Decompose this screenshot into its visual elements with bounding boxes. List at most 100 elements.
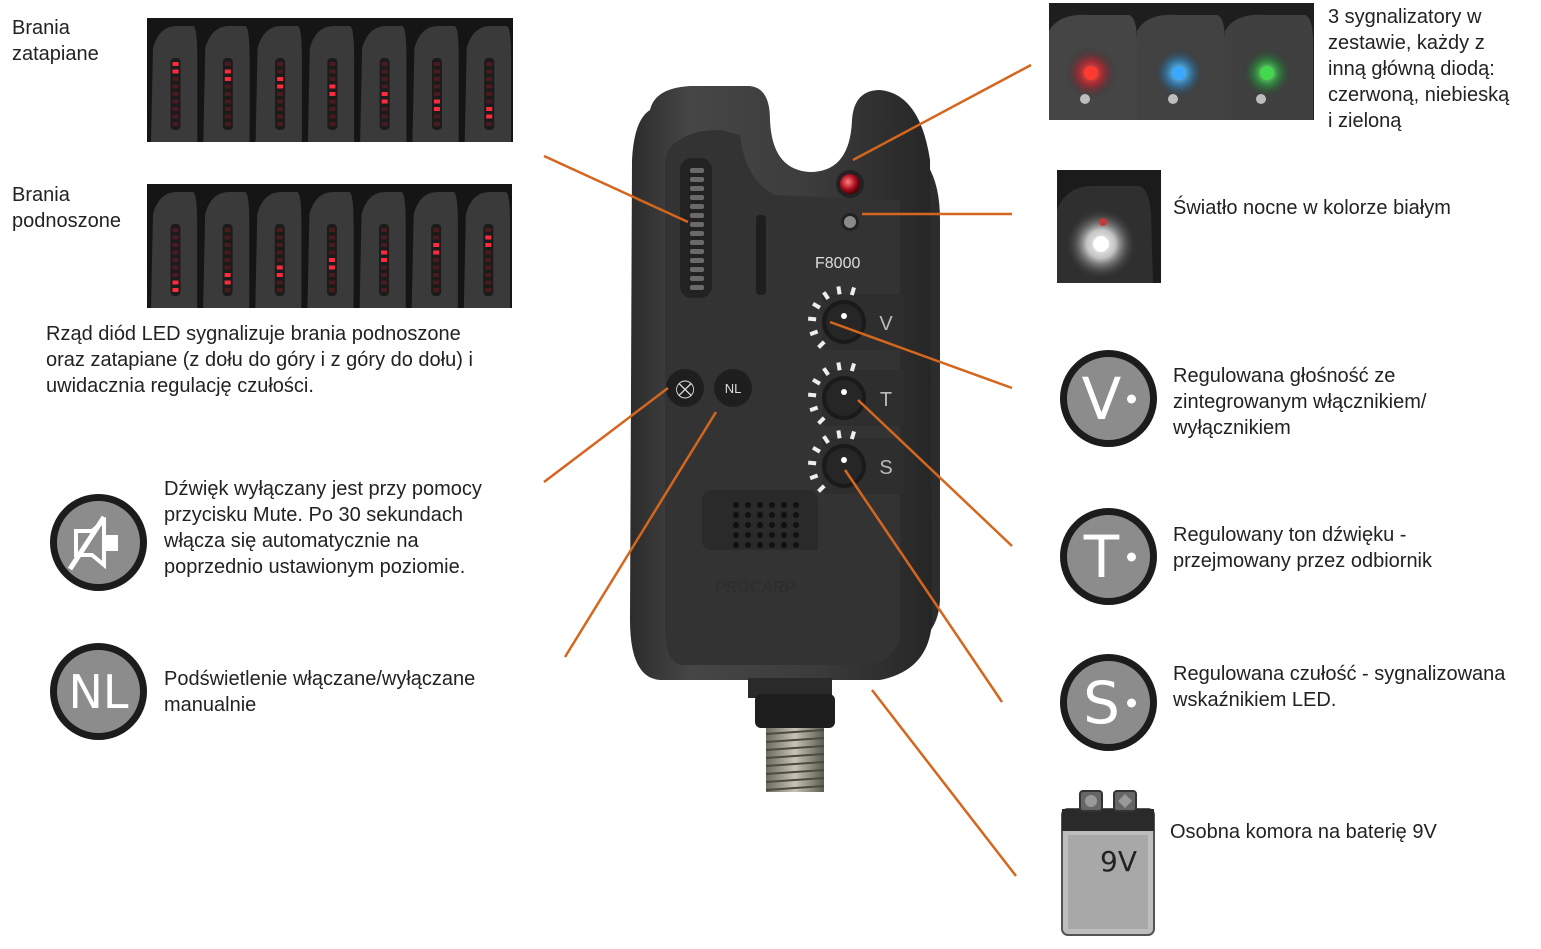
led-dot <box>433 243 440 247</box>
knob-scale-tick <box>836 362 842 371</box>
led-dot <box>381 99 388 104</box>
grille-hole <box>757 512 763 518</box>
volume-icon-dot <box>1127 394 1136 403</box>
grille-hole <box>781 532 787 538</box>
device-led <box>690 231 704 236</box>
led-dot <box>172 77 179 81</box>
knob-scale-tick <box>822 291 830 300</box>
led-dot <box>277 99 284 104</box>
grille-hole <box>781 542 787 548</box>
battery-icon <box>1061 790 1155 936</box>
knob-cap <box>826 380 862 416</box>
mute-speaker-icon <box>67 515 118 570</box>
led-dot <box>328 235 335 240</box>
grille-hole <box>733 542 739 548</box>
knob-scale-tick <box>809 329 819 337</box>
led-dot <box>172 273 179 277</box>
grille-hole <box>769 502 775 508</box>
led-dot <box>329 84 336 89</box>
device-led <box>690 195 704 200</box>
device-led <box>690 240 704 245</box>
volume-icon-label: V <box>1081 364 1122 433</box>
knob-scale-tick <box>807 460 817 466</box>
led-dot <box>433 228 440 232</box>
led-dot <box>433 69 440 74</box>
knob-scale-tick <box>807 316 817 322</box>
grille-hole <box>793 522 799 528</box>
device-led <box>690 177 704 182</box>
led-dot <box>276 243 283 247</box>
led-dot <box>485 280 492 285</box>
led-dot <box>329 114 336 119</box>
led-dot <box>172 280 179 285</box>
led-dot <box>224 122 231 126</box>
led-dot <box>224 228 231 232</box>
led-dot <box>486 92 493 96</box>
device-led <box>690 276 704 281</box>
grille-hole <box>793 532 799 538</box>
led-dot <box>433 235 440 240</box>
led-dot <box>486 114 493 119</box>
led-dot <box>329 69 336 74</box>
knob-scale-tick <box>836 430 842 439</box>
led-dot <box>433 62 440 66</box>
knob-scale-tick <box>849 430 856 440</box>
knob-scale-tick <box>807 392 817 398</box>
tone-icon-dot <box>1127 552 1136 561</box>
grille-hole <box>757 542 763 548</box>
knob-indicator <box>841 313 847 319</box>
leader-line <box>871 689 1017 877</box>
led-dot <box>433 92 440 96</box>
led-dot <box>172 114 179 119</box>
led-dot <box>329 107 336 111</box>
led-dot <box>172 228 179 232</box>
drop-bites-led-strip <box>147 18 513 142</box>
led-dot <box>381 77 388 81</box>
mute-button[interactable] <box>666 369 704 407</box>
led-dot <box>381 243 388 247</box>
led-dot <box>381 69 388 74</box>
led-dot <box>433 258 440 262</box>
lift-bites-led-strip <box>147 184 512 308</box>
led-dot <box>276 288 283 292</box>
device-led <box>690 213 704 218</box>
night-light-photo <box>1057 170 1161 283</box>
battery-illustration: 9V <box>1056 785 1161 940</box>
led-dot <box>486 99 493 104</box>
led-dot <box>433 77 440 81</box>
thread-line <box>765 729 825 735</box>
leader-line <box>829 320 1013 390</box>
grille-hole <box>781 522 787 528</box>
led-dot <box>172 107 179 111</box>
knob-letter: T <box>880 389 892 411</box>
device-led <box>690 249 704 254</box>
led-dot <box>486 122 493 126</box>
knob-scale-tick <box>822 435 830 444</box>
knob-scale-tick <box>817 416 826 425</box>
sensitivity-icon-dot <box>1127 698 1136 707</box>
knob-indicator <box>841 457 847 463</box>
led-dot <box>172 258 179 262</box>
led-dot <box>328 273 335 277</box>
led-dot <box>381 92 388 96</box>
three-alarms-photo <box>1049 3 1314 120</box>
grille-hole <box>781 502 787 508</box>
led-dot <box>381 62 388 66</box>
led-dot <box>433 250 440 255</box>
led-dot <box>486 69 493 74</box>
night-light-feature-icon: NL <box>50 643 147 740</box>
led-dot <box>433 99 440 104</box>
leader-line <box>852 63 1032 162</box>
led-dot <box>276 258 283 262</box>
grille-hole <box>757 502 763 508</box>
led-dot <box>172 92 179 96</box>
nl-button[interactable] <box>714 369 752 407</box>
leader-line <box>563 411 718 658</box>
led-dot <box>328 280 335 285</box>
led-dot <box>224 250 231 255</box>
led-dot <box>328 228 335 232</box>
led-dot <box>224 99 231 104</box>
led-dot <box>277 122 284 126</box>
lift-bites-label: Brania podnoszone <box>12 184 121 232</box>
led-dot <box>172 288 179 292</box>
